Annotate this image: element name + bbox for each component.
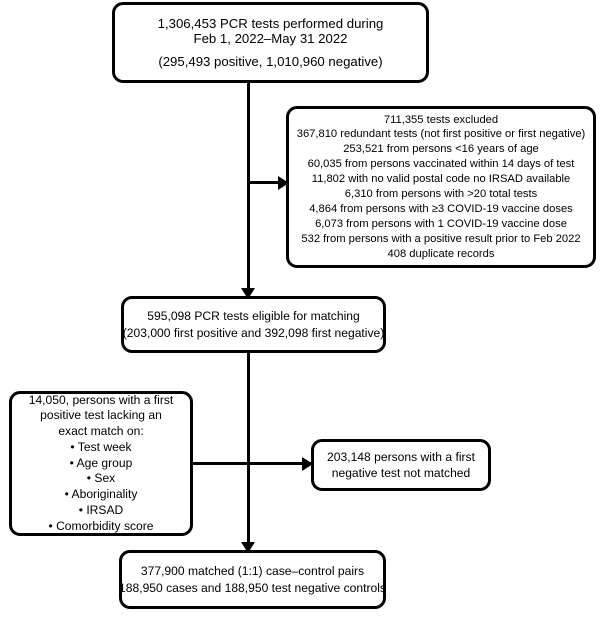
excluded-line-9: 532 from persons with a positive result … bbox=[301, 232, 581, 245]
match-criterion-item: • Sex bbox=[86, 471, 116, 486]
excluded-line-5: 11,802 with no valid postal code no IRSA… bbox=[311, 173, 571, 186]
match-criterion-item: • Comorbidity score bbox=[48, 518, 154, 533]
connector-total-to-excluded bbox=[247, 181, 289, 184]
excluded-line-7: 4,864 from persons with ≥3 COVID-19 vacc… bbox=[309, 202, 573, 215]
excluded-line-10: 408 duplicate records bbox=[387, 247, 495, 260]
excluded-line-2: 367,810 redundant tests (not first posit… bbox=[296, 128, 586, 141]
excluded-line-6: 6,310 from persons with >20 total tests bbox=[344, 188, 538, 200]
excluded-line-8: 6,073 from persons with 1 COVID-19 vacci… bbox=[315, 217, 567, 230]
matched-line-2: 188,950 cases and 188,950 test negative … bbox=[119, 580, 386, 595]
match-criterion-item: • IRSAD bbox=[78, 502, 124, 517]
arrowhead-to-eligible bbox=[241, 288, 255, 299]
node-eligible-tests: 595,098 PCR tests eligible for matching … bbox=[121, 296, 386, 353]
connector-total-to-eligible bbox=[247, 83, 250, 298]
node-unmatched-negative: 203,148 persons with a first negative te… bbox=[311, 439, 491, 491]
arrowhead-to-unmatched-negative bbox=[302, 456, 313, 471]
arrowhead-to-matched bbox=[241, 542, 255, 553]
node-total-tests: 1,306,453 PCR tests performed during Feb… bbox=[112, 2, 429, 83]
arrowhead-to-excluded bbox=[278, 176, 289, 190]
unmatched-negative-line-2: negative test not matched bbox=[331, 466, 471, 480]
node-matched-pairs: 377,900 matched (1:1) case–control pairs… bbox=[119, 550, 386, 609]
unmatched-positive-line-2: positive test lacking an bbox=[40, 408, 162, 423]
unmatched-positive-line-1: 14,050, persons with a first bbox=[28, 392, 174, 407]
matched-line-1: 377,900 matched (1:1) case–control pairs bbox=[140, 564, 365, 579]
excluded-line-4: 60,035 from persons vaccinated within 14… bbox=[307, 158, 575, 171]
connector-unmatched-left-right bbox=[181, 462, 313, 465]
unmatched-positive-line-3: exact match on: bbox=[58, 424, 144, 439]
eligible-line-2: (203,000 first positive and 392,098 firs… bbox=[122, 325, 385, 340]
node-unmatched-positive: 14,050, persons with a first positive te… bbox=[9, 391, 193, 536]
excluded-line-1: 711,355 tests excluded bbox=[383, 113, 499, 126]
match-criterion-item: • Age group bbox=[69, 455, 133, 470]
excluded-line-3: 253,521 from persons <16 years of age bbox=[343, 143, 539, 156]
match-criterion-item: • Aboriginality bbox=[64, 487, 138, 502]
node-total-tests-line-1: 1,306,453 PCR tests performed during bbox=[157, 15, 384, 31]
node-total-tests-line-3: (295,493 positive, 1,010,960 negative) bbox=[158, 53, 383, 69]
match-criterion-item: • Test week bbox=[70, 439, 132, 454]
node-total-tests-line-2: Feb 1, 2022–May 31 2022 bbox=[193, 31, 348, 47]
unmatched-negative-line-1: 203,148 persons with a first bbox=[327, 449, 475, 464]
eligible-line-1: 595,098 PCR tests eligible for matching bbox=[147, 309, 360, 324]
connector-eligible-to-matched bbox=[247, 352, 250, 553]
node-excluded-tests: 711,355 tests excluded 367,810 redundant… bbox=[286, 106, 596, 268]
